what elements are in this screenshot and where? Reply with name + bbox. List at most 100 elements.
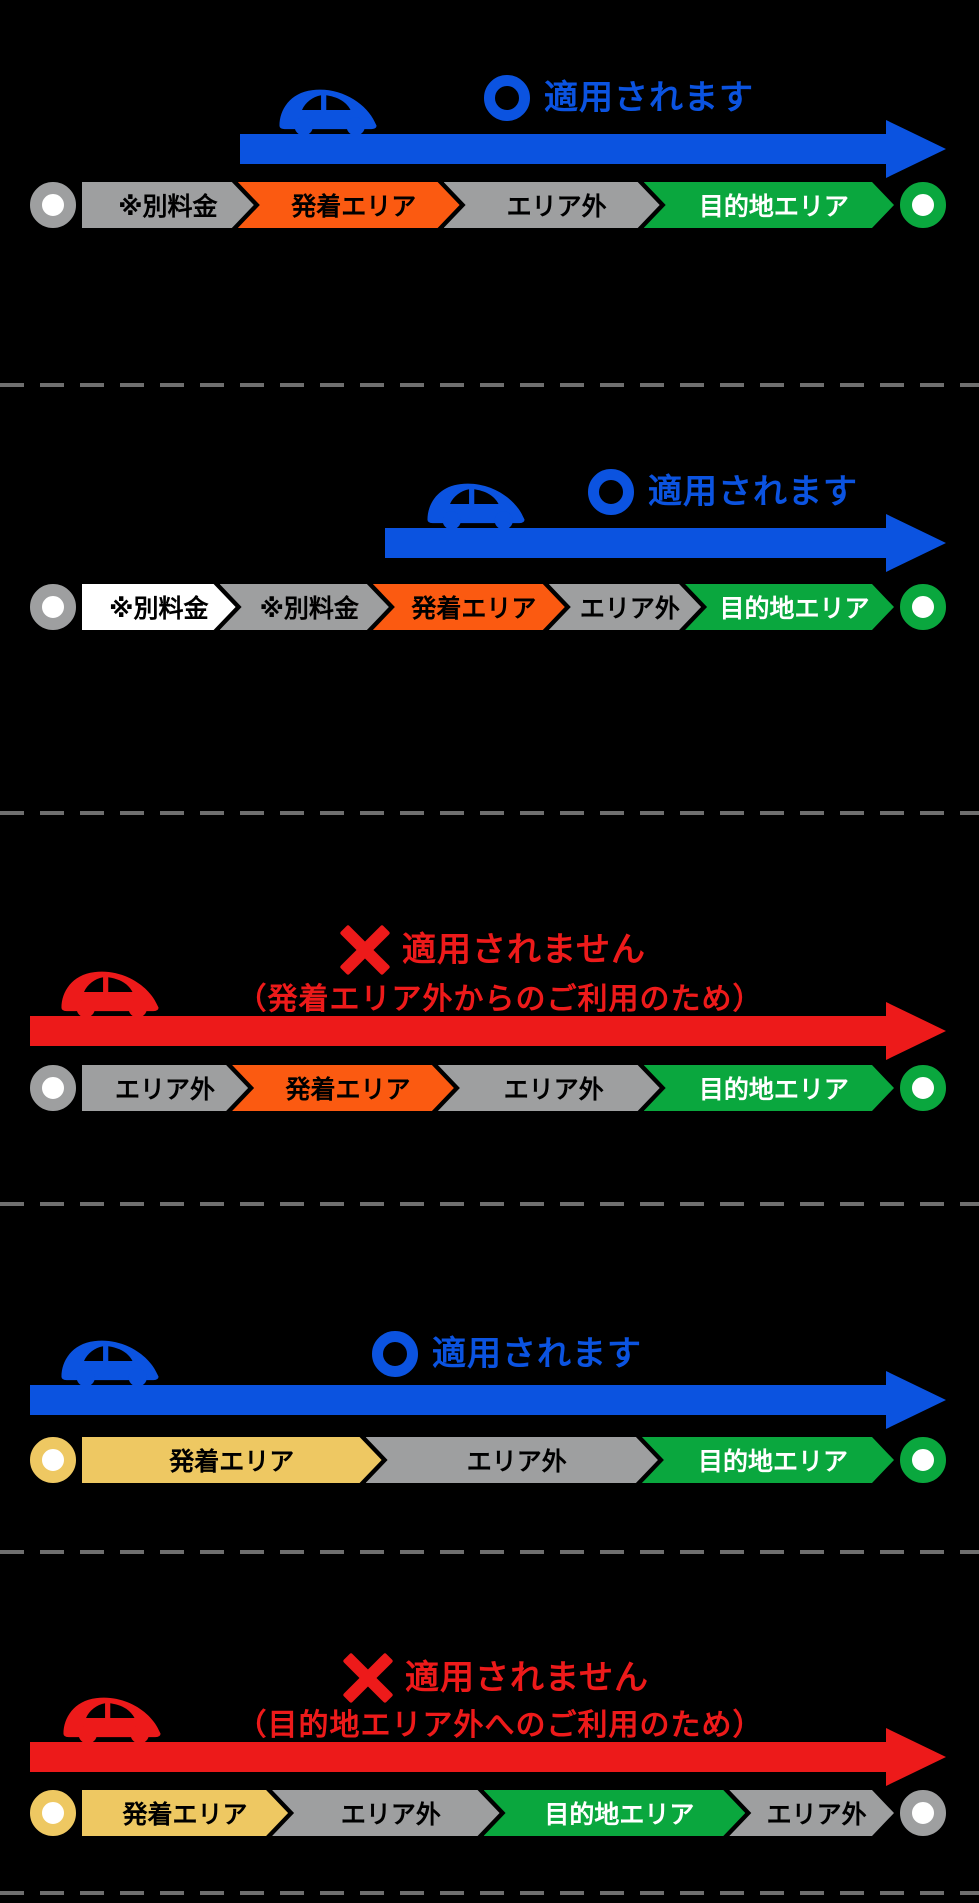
zone-label: ※別料金 [118, 193, 218, 221]
verdict: 適用されます [588, 468, 858, 516]
zone-segment: 目的地エリア [644, 182, 894, 228]
car-icon [58, 1335, 162, 1387]
zone-segments: エリア外 発着エリア エリア外 目的地エリア [82, 1065, 894, 1111]
zone-segment: エリア外 [549, 584, 701, 630]
zone-segments: ※別料金 ※別料金 発着エリア エリア外 目的地エリア [82, 584, 894, 630]
zone-segment: 発着エリア [82, 1437, 382, 1483]
direction-arrow [30, 1002, 946, 1060]
zone-label: エリア外 [579, 595, 680, 623]
zone-segment: ※別料金 [82, 584, 236, 630]
zone-segment: 目的地エリア [484, 1790, 746, 1836]
circle-mark-icon [484, 75, 530, 121]
route-bar: ※別料金 ※別料金 発着エリア エリア外 目的地エリア [30, 584, 946, 630]
end-circle [900, 1437, 946, 1483]
verdict-label: 適用されます [648, 473, 858, 511]
zone-segment: エリア外 [272, 1790, 499, 1836]
zone-segment: エリア外 [82, 1065, 248, 1111]
zone-segments: 発着エリア エリア外 目的地エリア エリア外 [82, 1790, 894, 1836]
zone-segment: 発着エリア [232, 1065, 454, 1111]
car-icon-svg [61, 971, 159, 1018]
zone-label: エリア外 [506, 193, 607, 221]
end-circle [900, 182, 946, 228]
direction-arrow [30, 1728, 946, 1786]
cross-mark-icon [342, 927, 388, 973]
circle-mark-icon [372, 1331, 418, 1377]
zone-label: 発着エリア [411, 595, 537, 623]
verdict: 適用されます [484, 74, 754, 122]
zone-label: エリア外 [503, 1076, 604, 1104]
cross-mark-icon [345, 1655, 391, 1701]
verdict-label: 適用されません [405, 1659, 649, 1697]
car-icon [58, 966, 162, 1018]
divider-dashed-line [0, 1202, 979, 1206]
zone-label: エリア外 [115, 1076, 216, 1104]
zone-label: エリア外 [340, 1801, 441, 1829]
zone-segment: 発着エリア [373, 584, 565, 630]
verdict: 適用されます [372, 1330, 642, 1378]
zone-segment: エリア外 [444, 182, 660, 228]
circle-mark-icon [588, 469, 634, 515]
zone-label: エリア外 [766, 1801, 867, 1829]
end-circle [900, 1065, 946, 1111]
zone-segment: エリア外 [729, 1790, 894, 1836]
car-icon-svg [61, 1340, 159, 1387]
direction-arrow [30, 1371, 946, 1429]
zone-label: ※別料金 [259, 595, 359, 623]
zone-segment: 発着エリア [82, 1790, 288, 1836]
verdict-label: 適用されます [432, 1335, 642, 1373]
route-bar: エリア外 発着エリア エリア外 目的地エリア [30, 1065, 946, 1111]
verdict-label: 適用されます [544, 79, 754, 117]
start-circle [30, 1790, 76, 1836]
start-circle [30, 1065, 76, 1111]
verdict: 適用されません [342, 926, 646, 974]
verdict-note: （目的地エリア外へのご利用のため） [236, 1709, 764, 1742]
zone-segment: ※別料金 [82, 182, 254, 228]
car-icon-svg [279, 89, 377, 136]
divider-dashed-line [0, 1891, 979, 1895]
direction-arrow [240, 120, 946, 178]
car-icon-svg [427, 483, 525, 530]
zone-label: 発着エリア [122, 1801, 248, 1829]
zone-label: 発着エリア [291, 193, 417, 221]
zone-segment: エリア外 [366, 1437, 658, 1483]
zone-segment: エリア外 [438, 1065, 660, 1111]
car-icon-svg [63, 1697, 161, 1744]
car-icon [276, 84, 380, 136]
zone-label: 目的地エリア [544, 1801, 695, 1829]
verdict-label: 適用されません [402, 931, 646, 969]
divider-dashed-line [0, 811, 979, 815]
zone-label: 目的地エリア [719, 595, 870, 623]
zone-label: 目的地エリア [698, 1076, 849, 1104]
direction-arrow [385, 514, 946, 572]
zone-segment: ※別料金 [220, 584, 389, 630]
zone-segments: ※別料金 発着エリア エリア外 目的地エリア [82, 182, 894, 228]
verdict-note: （発着エリア外からのご利用のため） [236, 983, 764, 1016]
start-circle [30, 1437, 76, 1483]
zone-segments: 発着エリア エリア外 目的地エリア [82, 1437, 894, 1483]
end-circle [900, 1790, 946, 1836]
car-icon [424, 478, 528, 530]
divider-dashed-line [0, 1550, 979, 1554]
end-circle [900, 584, 946, 630]
zone-segment: 目的地エリア [644, 1065, 894, 1111]
verdict: 適用されません [345, 1654, 649, 1702]
zone-label: ※別料金 [109, 595, 209, 623]
zone-label: 目的地エリア [697, 1448, 848, 1476]
divider-dashed-line [0, 383, 979, 387]
route-bar: 発着エリア エリア外 目的地エリア エリア外 [30, 1790, 946, 1836]
zone-label: 発着エリア [169, 1448, 295, 1476]
zone-label: エリア外 [466, 1448, 567, 1476]
zone-segment: 発着エリア [238, 182, 460, 228]
start-circle [30, 182, 76, 228]
route-bar: 発着エリア エリア外 目的地エリア [30, 1437, 946, 1483]
route-bar: ※別料金 発着エリア エリア外 目的地エリア [30, 182, 946, 228]
car-icon [60, 1692, 164, 1744]
start-circle [30, 584, 76, 630]
zone-label: 目的地エリア [698, 193, 849, 221]
